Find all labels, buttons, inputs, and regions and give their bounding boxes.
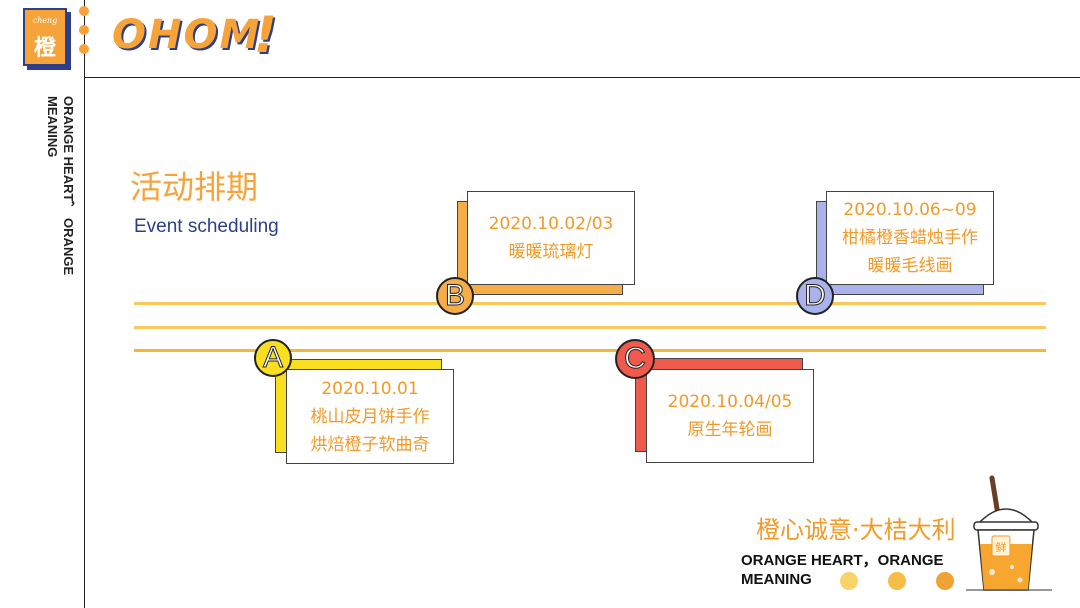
header-dot-2 bbox=[79, 25, 89, 35]
event-b-date: 2020.10.02/03 bbox=[488, 214, 614, 234]
event-b-badge: B bbox=[436, 277, 474, 315]
header-dot-3 bbox=[79, 44, 89, 54]
section-subtitle: Event scheduling bbox=[134, 216, 279, 237]
footer-slogan-en-line2: MEANING bbox=[741, 571, 812, 588]
timeline-track-top bbox=[134, 302, 1046, 305]
juice-cup-icon: 鲜 bbox=[966, 475, 1052, 591]
event-a-card: 2020.10.01 桃山皮月饼手作 烘焙橙子软曲奇 bbox=[286, 369, 454, 464]
footer-slogan-en: ORANGE HEART，ORANGE MEANING bbox=[741, 551, 944, 589]
event-d-card: 2020.10.06~09 柑橘橙香蜡烛手作 暖暖毛线画 bbox=[826, 191, 994, 285]
event-d-badge: D bbox=[796, 277, 834, 315]
event-b-activity-1: 暖暖琉璃灯 bbox=[508, 242, 594, 262]
logo-en-text: cheng bbox=[32, 16, 58, 25]
event-d-activity-1: 柑橘橙香蜡烛手作 bbox=[842, 228, 978, 248]
event-a-activity-1: 桃山皮月饼手作 bbox=[310, 406, 430, 427]
event-c-letter: C bbox=[624, 342, 647, 376]
footer-dot-2 bbox=[888, 572, 906, 590]
brand-wordmark: OHOM bbox=[112, 12, 262, 58]
event-c-activity-1: 原生年轮画 bbox=[687, 420, 773, 440]
footer-slogan-en-line1: ORANGE HEART，ORANGE bbox=[741, 552, 944, 569]
event-a-letter: A bbox=[262, 341, 283, 375]
event-b-letter: B bbox=[444, 279, 465, 313]
footer-dot-1 bbox=[840, 572, 858, 590]
timeline-track-middle bbox=[134, 326, 1046, 329]
event-c-card: 2020.10.04/05 原生年轮画 bbox=[646, 369, 814, 463]
event-d-date: 2020.10.06~09 bbox=[843, 200, 977, 220]
event-a-activity-2: 烘焙橙子软曲奇 bbox=[310, 434, 430, 455]
event-b-card: 2020.10.02/03 暖暖琉璃灯 bbox=[467, 191, 635, 285]
event-c-badge: C bbox=[615, 339, 655, 379]
header-divider bbox=[85, 77, 1080, 78]
sidebar-vertical-text: ORANGE HEART， ORANGE MEANING bbox=[45, 96, 76, 276]
footer-slogan-cn: 橙心诚意·大桔大利 bbox=[756, 516, 956, 544]
timeline-track-bottom bbox=[134, 349, 1046, 352]
logo: cheng 橙 bbox=[23, 8, 67, 66]
section-title: 活动排期 bbox=[130, 168, 259, 206]
vertical-divider bbox=[84, 0, 85, 608]
event-d-letter: D bbox=[804, 279, 827, 313]
logo-cn-text: 橙 bbox=[33, 36, 56, 61]
event-a-date: 2020.10.01 bbox=[321, 378, 419, 399]
header-dot-1 bbox=[79, 6, 89, 16]
event-d-activity-2: 暖暖毛线画 bbox=[867, 256, 953, 276]
event-c-date: 2020.10.04/05 bbox=[667, 392, 793, 412]
event-a-badge: A bbox=[254, 339, 292, 377]
brand-exclamation: ! bbox=[254, 6, 277, 64]
cup-label: 鲜 bbox=[996, 540, 1007, 554]
footer-dot-3 bbox=[936, 572, 954, 590]
